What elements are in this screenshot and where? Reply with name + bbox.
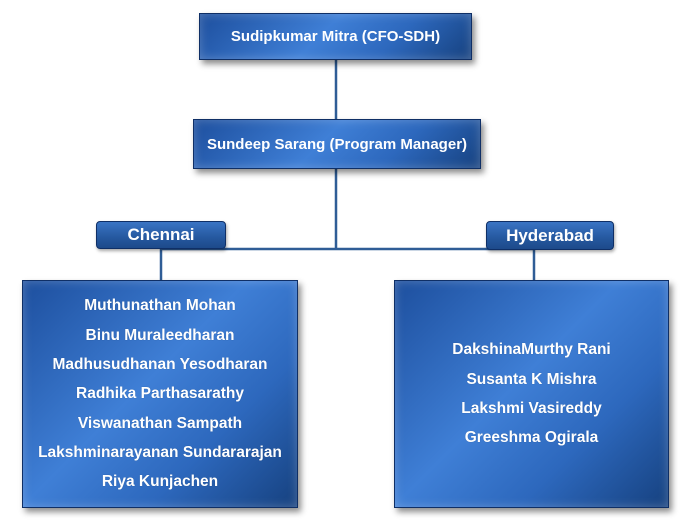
hyderabad-team-box: DakshinaMurthy Rani Susanta K Mishra Lak… — [394, 280, 669, 508]
program-manager-name: Sundeep Sarang (Program Manager) — [206, 135, 468, 153]
hyderabad-location-text: Hyderabad — [506, 225, 594, 245]
team-member: Muthunathan Mohan — [84, 297, 236, 315]
team-member: Lakshmi Vasireddy — [461, 400, 602, 417]
team-member: Radhika Parthasarathy — [76, 385, 244, 403]
team-member: Greeshma Ogirala — [464, 429, 599, 447]
team-member: Viswanathan Sampath — [77, 414, 243, 432]
team-member: Madhusudhanan Yesodharan — [52, 356, 268, 374]
team-member: DakshinaMurthy Rani — [452, 341, 611, 359]
team-member: Binu Muraleedharan — [85, 326, 235, 344]
hyderabad-location-label: Hyderabad — [486, 221, 614, 250]
chennai-team-box: Muthunathan Mohan Binu Muraleedharan Mad… — [22, 280, 298, 508]
team-member: Lakshminarayanan Sundararajan — [38, 443, 282, 461]
cfo-box: Sudipkumar Mitra (CFO-SDH) — [199, 13, 472, 60]
chennai-location-text: Chennai — [127, 225, 195, 244]
team-member: Riya Kunjachen — [101, 473, 219, 491]
cfo-name: Sudipkumar Mitra (CFO-SDH) — [230, 28, 441, 45]
team-member: Susanta K Mishra — [466, 370, 597, 388]
chennai-location-label: Chennai — [96, 221, 226, 249]
program-manager-box: Sundeep Sarang (Program Manager) — [193, 119, 481, 169]
